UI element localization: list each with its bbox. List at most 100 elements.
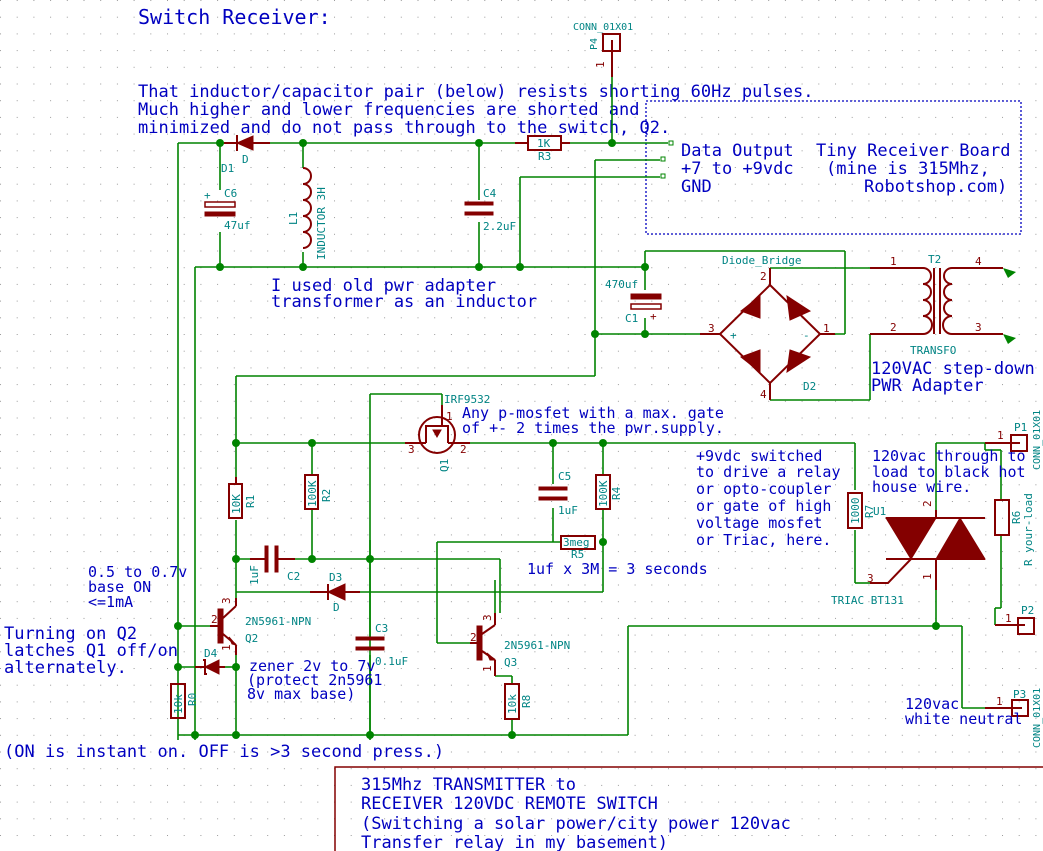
- resistor-r8[interactable]: 10k R8: [504, 683, 533, 720]
- wires: [177, 77, 1002, 740]
- svg-text:C6: C6: [224, 187, 237, 200]
- svg-text:+: +: [204, 189, 211, 202]
- junctions: [174, 139, 940, 739]
- svg-text:+7 to +9vdc: +7 to +9vdc: [681, 159, 794, 179]
- svg-text:CONN_01X01: CONN_01X01: [1032, 688, 1043, 748]
- svg-text:2N5961-NPN: 2N5961-NPN: [504, 639, 570, 652]
- svg-text:C4: C4: [483, 187, 497, 200]
- mosfet-note: Any p-mosfet with a max. gate of +- 2 ti…: [462, 404, 724, 437]
- svg-text:470uf: 470uf: [605, 278, 638, 291]
- svg-text:or gate of high: or gate of high: [696, 497, 831, 515]
- svg-text:R5: R5: [571, 548, 584, 561]
- svg-text:D: D: [242, 153, 249, 166]
- svg-text:1: 1: [996, 695, 1003, 708]
- svg-text:house wire.: house wire.: [872, 478, 971, 496]
- connector-p2[interactable]: P2 1: [995, 604, 1035, 635]
- resistor-r5[interactable]: 3meg R5: [560, 535, 596, 561]
- svg-text:120vac: 120vac: [905, 695, 959, 713]
- svg-text:3: 3: [867, 572, 874, 585]
- svg-text:D1: D1: [221, 162, 234, 175]
- lc-note: That inductor/capacitor pair (below) res…: [138, 82, 814, 138]
- svg-text:Diode_Bridge: Diode_Bridge: [722, 254, 801, 267]
- svg-text:-: -: [803, 329, 810, 342]
- capacitor-c5[interactable]: C5 1uF: [538, 470, 578, 517]
- transformer-t2[interactable]: T2 1 2 3 4 TRANSFO: [870, 253, 1016, 357]
- svg-text:3meg: 3meg: [563, 536, 590, 549]
- svg-text:CONN_01X01: CONN_01X01: [573, 22, 633, 33]
- svg-text:TRANSFO: TRANSFO: [910, 344, 956, 357]
- svg-text:IRF9532: IRF9532: [444, 393, 490, 406]
- svg-text:That inductor/capacitor pair (: That inductor/capacitor pair (below) res…: [138, 82, 814, 102]
- load-note: 120vac through to load to black hot hous…: [872, 447, 1026, 496]
- mosfet-q1[interactable]: IRF9532 Q1 1 2 3: [405, 393, 490, 472]
- svg-text:2: 2: [460, 443, 467, 456]
- svg-text:P4: P4: [589, 38, 600, 50]
- diode-d1[interactable]: D D1: [221, 135, 270, 175]
- receiver-board: Data Output +7 to +9vdc GND Tiny Receive…: [660, 140, 1010, 197]
- pin-marker: [668, 140, 674, 146]
- svg-text:2: 2: [470, 631, 477, 644]
- svg-text:R0: R0: [186, 693, 199, 706]
- svg-text:2: 2: [921, 500, 934, 507]
- triac-u1[interactable]: U1 TRIAC BT131 2 1 3: [831, 500, 986, 607]
- svg-text:U1: U1: [873, 505, 886, 518]
- svg-text:C1: C1: [625, 312, 638, 325]
- svg-text:P1: P1: [1014, 421, 1027, 434]
- capacitor-c4[interactable]: C4 2.2uF: [464, 187, 516, 233]
- svg-text:R your-load: R your-load: [1022, 493, 1035, 566]
- svg-text:RECEIVER 120VDC REMOTE SWITCH: RECEIVER 120VDC REMOTE SWITCH: [361, 794, 658, 814]
- svg-text:1: 1: [997, 429, 1004, 442]
- transistor-q2[interactable]: 2 3 1 2N5961-NPN Q2: [210, 597, 311, 655]
- capacitor-c3[interactable]: C3 0.1uF: [355, 622, 408, 668]
- svg-text:100K: 100K: [597, 480, 610, 507]
- resistor-r0[interactable]: 10k R0: [170, 683, 199, 719]
- svg-text:transformer as an inductor: transformer as an inductor: [271, 292, 537, 312]
- svg-text:D3: D3: [329, 571, 342, 584]
- resistor-r2[interactable]: 100K R2: [304, 474, 333, 510]
- svg-text:0.1uF: 0.1uF: [375, 655, 408, 668]
- svg-text:P3: P3: [1013, 688, 1026, 701]
- diode-d3[interactable]: D3 D: [310, 571, 360, 614]
- connector-p4[interactable]: CONN_01X01 P4 1: [573, 22, 633, 77]
- resistor-r1[interactable]: 10K R1: [228, 477, 257, 519]
- svg-text:load to black hot: load to black hot: [872, 463, 1026, 481]
- diode-bridge-d2[interactable]: Diode_Bridge D2 3 1 2 4 + -: [700, 254, 835, 401]
- sheet-title: Switch Receiver:: [138, 5, 331, 29]
- svg-text:10K: 10K: [230, 494, 243, 514]
- svg-text:+: +: [650, 310, 657, 323]
- svg-text:+9vdc switched: +9vdc switched: [696, 447, 822, 465]
- resistor-r6-load[interactable]: R6 R your-load: [994, 493, 1035, 566]
- connector-p3[interactable]: P3 1 CONN_01X01: [985, 688, 1043, 748]
- svg-text:Q3: Q3: [504, 656, 517, 669]
- svg-text:47uf: 47uf: [224, 219, 251, 232]
- capacitor-c1[interactable]: 470uf C1 +: [605, 278, 662, 325]
- inductor-l1[interactable]: L1 INDUCTOR 3H: [287, 167, 328, 260]
- svg-text:1: 1: [446, 410, 453, 423]
- svg-text:of +- 2 times the pwr.supply.: of +- 2 times the pwr.supply.: [462, 419, 724, 437]
- resistor-r3[interactable]: 1K R3: [515, 135, 570, 163]
- svg-text:alternately.: alternately.: [4, 658, 127, 678]
- svg-text:<=1mA: <=1mA: [88, 593, 133, 611]
- svg-text:PWR Adapter: PWR Adapter: [871, 376, 984, 396]
- svg-text:2.2uF: 2.2uF: [483, 220, 516, 233]
- transistor-q3[interactable]: 2 3 1 2N5961-NPN Q3: [470, 613, 570, 676]
- svg-text:I used old pwr adapter: I used old pwr adapter: [271, 276, 496, 296]
- capacitor-c6[interactable]: + C6 47uf: [204, 187, 251, 232]
- resistor-r7[interactable]: 1000 R7: [847, 492, 876, 529]
- neutral-note: 120vac white neutral: [905, 695, 1022, 728]
- svg-text:1: 1: [890, 255, 897, 268]
- svg-text:3: 3: [220, 597, 233, 604]
- resistor-r4[interactable]: 100K R4: [595, 474, 623, 510]
- svg-text:or Triac, here.: or Triac, here.: [696, 531, 831, 549]
- svg-text:+: +: [730, 329, 737, 342]
- connector-p1[interactable]: P1 1 CONN_01X01: [985, 410, 1043, 470]
- capacitor-c2[interactable]: 1uF C2: [248, 545, 300, 585]
- svg-text:R7: R7: [863, 505, 876, 518]
- svg-text:Turning on Q2: Turning on Q2: [4, 624, 137, 644]
- svg-text:315Mhz TRANSMITTER to: 315Mhz TRANSMITTER to: [361, 775, 576, 795]
- svg-text:(Switching a solar power/city: (Switching a solar power/city power 120v…: [361, 814, 791, 834]
- svg-text:L1: L1: [287, 212, 300, 225]
- zener-diode-d4[interactable]: D4: [195, 647, 225, 675]
- svg-text:voltage mosfet: voltage mosfet: [696, 514, 822, 532]
